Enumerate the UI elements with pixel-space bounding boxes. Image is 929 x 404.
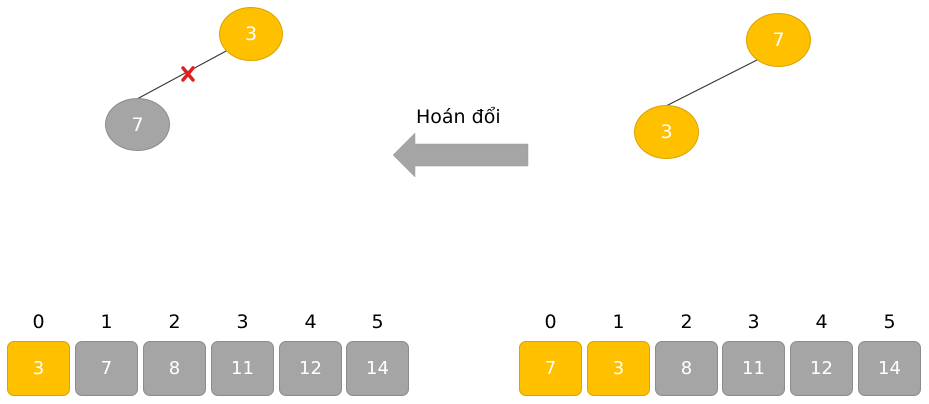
array-cell: 11 — [211, 341, 274, 396]
cross-icon — [181, 66, 195, 82]
array-index: 5 — [883, 311, 896, 333]
array-index: 0 — [32, 311, 45, 333]
array-cell: 3 — [587, 341, 650, 396]
right-tree-root-node: 7 — [746, 13, 811, 67]
left-tree-edge — [136, 49, 229, 100]
left-tree-root-node: 3 — [219, 7, 283, 61]
array-index: 2 — [680, 311, 693, 333]
array-cell: 12 — [279, 341, 342, 396]
array-cell: 3 — [7, 341, 70, 396]
node-value: 3 — [660, 121, 673, 143]
array-cell: 7 — [519, 341, 582, 396]
array-cell: 14 — [346, 341, 409, 396]
array-cell: 14 — [858, 341, 921, 396]
array-cell: 7 — [75, 341, 138, 396]
array-index: 5 — [371, 311, 384, 333]
array-cell: 8 — [655, 341, 718, 396]
array-cell: 8 — [143, 341, 206, 396]
node-value: 7 — [131, 113, 144, 136]
array-cell: 12 — [790, 341, 853, 396]
swap-label: Hoán đổi — [416, 106, 501, 128]
array-index: 4 — [304, 311, 317, 333]
array-index: 2 — [168, 311, 181, 333]
array-index: 4 — [815, 311, 828, 333]
node-value: 7 — [772, 29, 785, 51]
array-index: 1 — [612, 311, 625, 333]
array-index: 3 — [747, 311, 760, 333]
left-tree-child-node: 7 — [105, 98, 170, 151]
right-tree-edge — [665, 59, 758, 107]
right-tree-child-node: 3 — [634, 105, 699, 159]
left-arrow-icon — [392, 132, 529, 178]
array-index: 1 — [100, 311, 113, 333]
array-index: 0 — [544, 311, 557, 333]
node-value: 3 — [244, 23, 258, 45]
array-cell: 11 — [722, 341, 785, 396]
array-index: 3 — [236, 311, 249, 333]
